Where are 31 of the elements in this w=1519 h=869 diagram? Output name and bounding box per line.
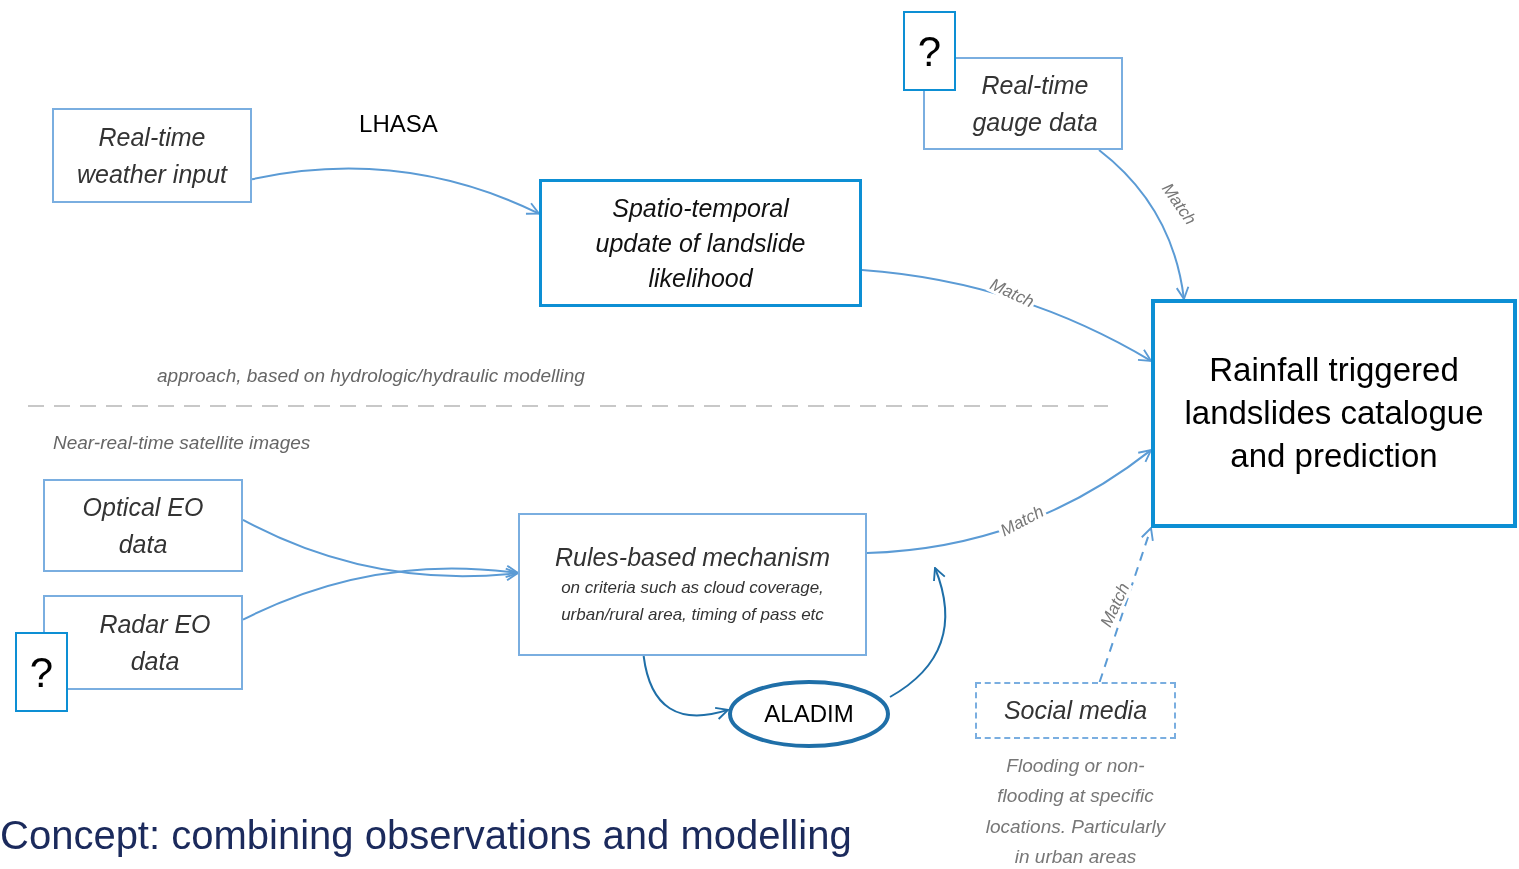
node-title: Optical EO data xyxy=(81,492,205,560)
node-title: Real-time weather input xyxy=(75,122,229,190)
output-box xyxy=(1151,299,1517,528)
process-box xyxy=(518,513,867,656)
arrow xyxy=(242,565,519,621)
question-box xyxy=(15,632,68,712)
arrow xyxy=(251,167,540,215)
node-title: Rainfall triggered landslides catalogue and prediction xyxy=(1183,350,1485,476)
node-title: ALADIM xyxy=(764,699,854,729)
arrow xyxy=(242,518,519,581)
process-box xyxy=(52,108,252,203)
source-box xyxy=(975,682,1176,739)
node-note: Flooding or non-flooding at specific locations. Particularly in urban areas xyxy=(984,754,1167,869)
process-box xyxy=(539,179,862,307)
arrow xyxy=(1098,149,1189,300)
input-box xyxy=(43,479,243,572)
arrow xyxy=(1098,527,1154,683)
arrow xyxy=(642,655,729,720)
question-box xyxy=(903,11,956,91)
arrow xyxy=(889,567,947,698)
node-title: Social media xyxy=(1003,694,1148,726)
node-description: on criteria such as cloud coverage, urban/rural area, timing of pass etc xyxy=(560,576,825,626)
section-label: approach, based on hydrologic/hydraulic modelling xyxy=(157,364,585,388)
node-title: Real-time gauge data xyxy=(971,70,1099,138)
node-title: Radar EO data xyxy=(98,609,212,677)
node-title: ? xyxy=(917,26,942,77)
node-title: Rules-based mechanism xyxy=(554,542,831,574)
caption: Concept: combining observations and modelling xyxy=(0,812,852,859)
section-label: Near-real-time satellite images xyxy=(53,431,311,455)
node-title: Spatio-temporal update of landslide likelihood xyxy=(594,192,807,294)
node-title: ? xyxy=(29,647,54,698)
